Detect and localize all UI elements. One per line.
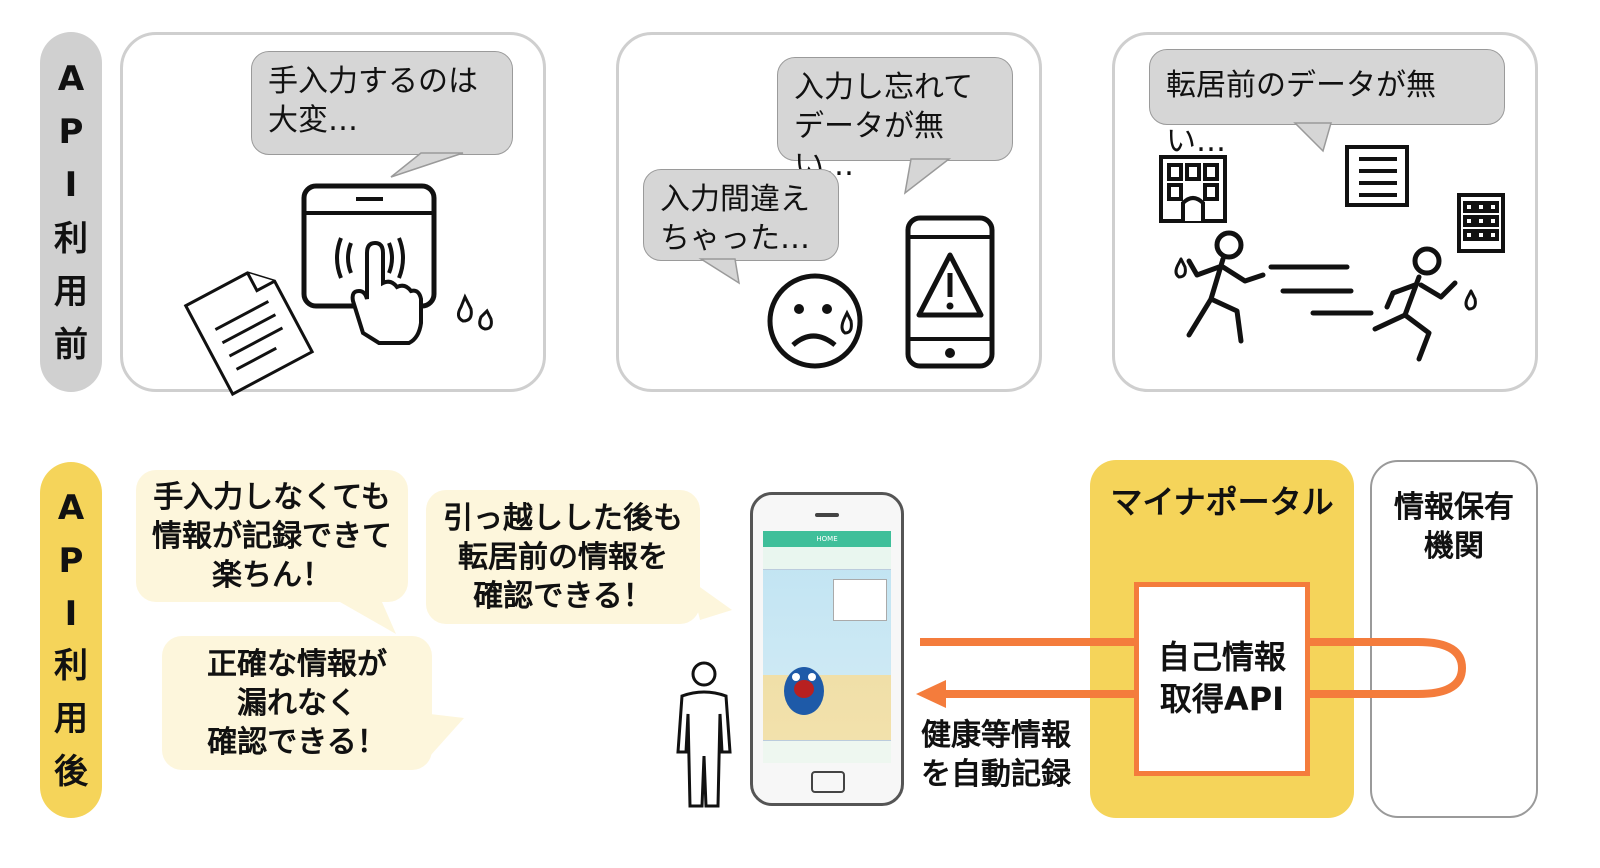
tablet-touch-icon — [301, 183, 437, 345]
after-label-char-2: I — [64, 593, 78, 634]
smartphone: HOME — [750, 492, 904, 806]
auto-record-label: 健康等情報 を自動記録 — [921, 718, 1071, 792]
phone-message-card — [833, 579, 887, 621]
before-label-char-5: 前 — [54, 325, 88, 366]
benefit-bubble-no-manual-input: 手入力しなくても 情報が記録できて 楽ちん！ — [136, 470, 408, 602]
phone-bottom-bar — [763, 740, 891, 763]
before-panel-manual-input: 手入力するのは 大変… — [120, 32, 546, 397]
before-label-char-4: 用 — [54, 271, 88, 312]
phone-warning-icon — [905, 215, 995, 369]
after-label-char-4: 用 — [54, 698, 88, 739]
speech-bubble-manual-input: 手入力するのは 大変… — [251, 51, 513, 155]
before-label-char-2: I — [64, 165, 78, 206]
before-label-char-0: A — [57, 58, 85, 99]
phone-speaker — [815, 513, 839, 517]
speech-bubble-input-mistake: 入力間違え ちゃった… — [643, 169, 839, 261]
info-holder-title: 情報保有 機関 — [1394, 490, 1514, 564]
phone-toolbar — [763, 547, 891, 570]
before-panel-input-error: 入力し忘れて データが無い… 入力間違え ちゃった… — [616, 32, 1042, 392]
mascot-character — [784, 667, 824, 715]
myna-portal-title: マイナポータル — [1110, 483, 1334, 521]
sweat-drops-icon — [456, 293, 493, 331]
self-info-api-box: 自己情報 取得API — [1134, 582, 1310, 776]
after-label-char-1: P — [58, 540, 84, 581]
running-people-icon — [1174, 230, 1477, 362]
before-label-char-1: P — [58, 111, 84, 152]
buildings-icon — [1159, 145, 1505, 253]
phone-header: HOME — [763, 531, 891, 547]
after-label-char-3: 利 — [54, 646, 88, 687]
before-label-char-3: 利 — [54, 218, 88, 259]
benefit-bubble-relocation: 引っ越しした後も 転居前の情報を 確認できる！ — [426, 490, 700, 624]
self-info-api-label: 自己情報 取得API — [1157, 638, 1286, 718]
sad-face-icon — [767, 273, 863, 369]
after-label-char-0: A — [57, 488, 85, 529]
bubble-tail — [390, 152, 464, 178]
before-panel-relocation: 転居前のデータが無い… — [1112, 32, 1538, 392]
person-icon — [676, 661, 732, 808]
phone-home-button — [811, 771, 845, 793]
after-label-char-5: 後 — [54, 751, 88, 792]
bubble-tails — [698, 158, 952, 285]
speech-bubble-relocation: 転居前のデータが無い… — [1149, 49, 1505, 159]
bubble-tail — [1293, 122, 1332, 153]
benefit-bubble-accurate-info: 正確な情報が 漏れなく 確認できる！ — [162, 636, 432, 770]
document-icon — [183, 271, 315, 397]
phone-screen: HOME — [763, 531, 891, 763]
